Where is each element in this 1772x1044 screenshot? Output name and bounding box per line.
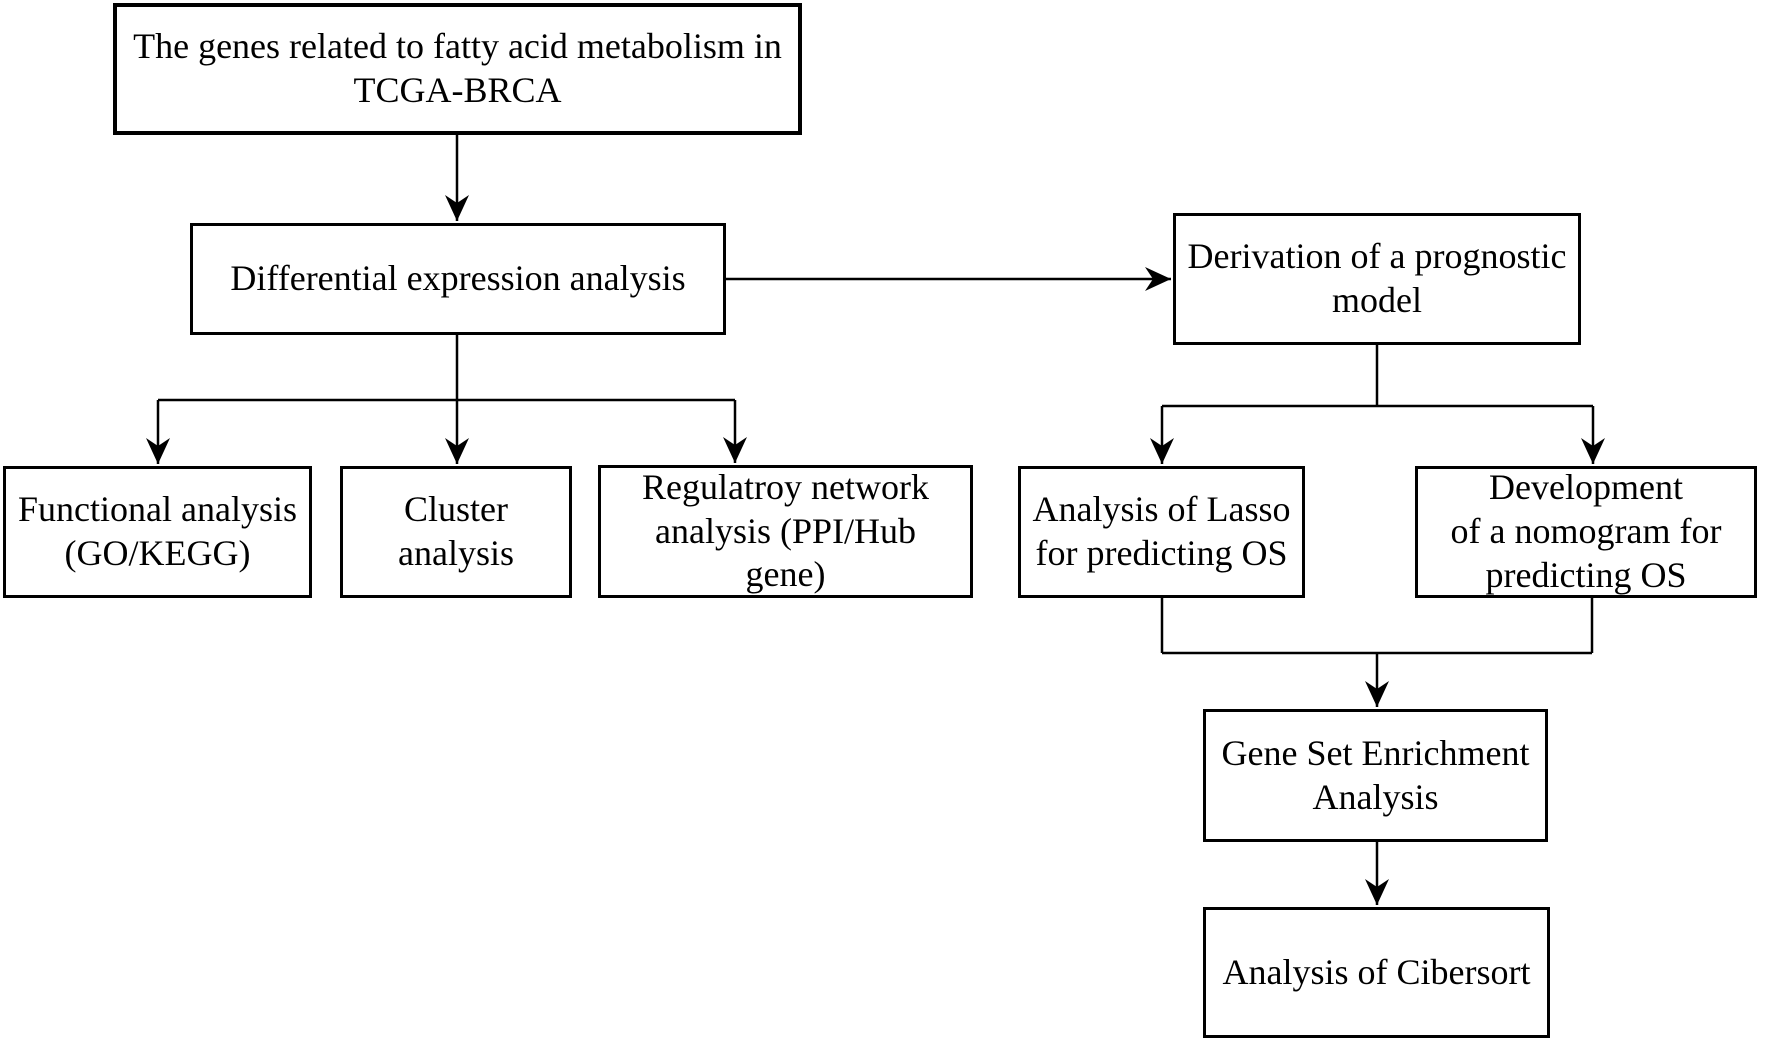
node-functional-analysis-label: Functional analysis (GO/KEGG)	[18, 489, 297, 573]
node-gene-set-enrichment-analysis: Gene Set Enrichment Analysis	[1203, 709, 1548, 842]
node-regulatory-network-analysis-label: Regulatroy network analysis (PPI/Hub gen…	[642, 466, 929, 595]
node-functional-analysis: Functional analysis (GO/KEGG)	[3, 466, 312, 598]
node-nomogram-development: Development of a nomogram for predicting…	[1415, 466, 1757, 598]
node-differential-expression-analysis: Differential expression analysis	[190, 223, 726, 335]
node-gene-set-enrichment-analysis-label: Gene Set Enrichment Analysis	[1221, 732, 1530, 817]
connector-prognostic-split	[1150, 345, 1605, 464]
node-lasso-analysis-label: Analysis of Lasso for predicting OS	[1032, 489, 1291, 573]
node-prognostic-model-derivation-label: Derivation of a prognostic model	[1187, 236, 1567, 320]
node-cibersort-analysis-label: Analysis of Cibersort	[1222, 951, 1531, 992]
node-tcga-brca-genes-label: The genes related to fatty acid metaboli…	[133, 26, 782, 110]
connector-merge-to-gsea	[1160, 598, 1594, 707]
node-prognostic-model-derivation: Derivation of a prognostic model	[1173, 213, 1581, 345]
connector-dea-split	[146, 335, 747, 464]
node-nomogram-development-label: Development of a nomogram for predicting…	[1450, 467, 1722, 595]
node-regulatory-network-analysis: Regulatroy network analysis (PPI/Hub gen…	[598, 465, 973, 598]
node-cluster-analysis-label: Cluster analysis	[398, 489, 514, 573]
node-differential-expression-analysis-label: Differential expression analysis	[230, 258, 686, 299]
node-tcga-brca-genes: The genes related to fatty acid metaboli…	[113, 3, 802, 135]
node-cluster-analysis: Cluster analysis	[340, 466, 572, 598]
node-lasso-analysis: Analysis of Lasso for predicting OS	[1018, 466, 1305, 598]
node-cibersort-analysis: Analysis of Cibersort	[1203, 907, 1550, 1038]
